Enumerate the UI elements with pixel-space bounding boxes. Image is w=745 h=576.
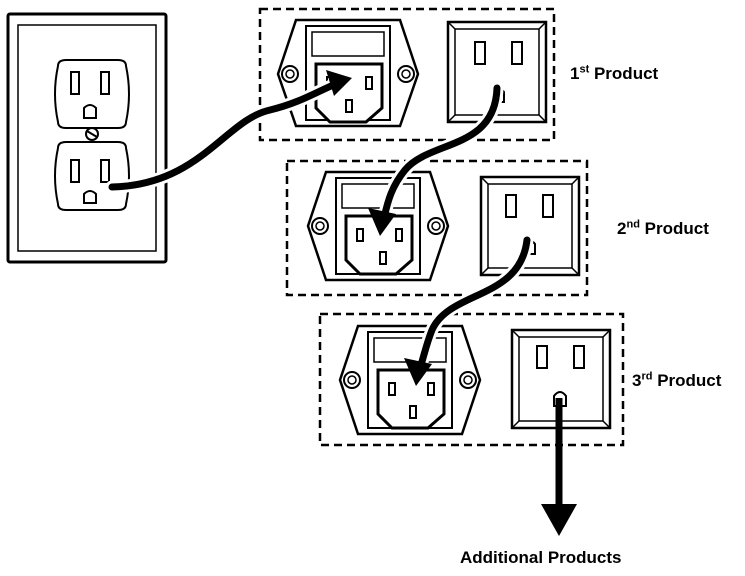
product-1-number: 1 — [570, 64, 580, 83]
product-2-text: Product — [639, 219, 709, 238]
product-3-label: 3rd Product — [632, 371, 721, 391]
lower-receptacle — [54, 141, 130, 211]
product-3-ordinal-suffix: rd — [641, 370, 653, 383]
arrowhead-product-3 — [404, 358, 432, 386]
product-1-box — [258, 7, 556, 142]
product-2-number: 2 — [617, 219, 627, 238]
product-1-ordinal-suffix: st — [579, 63, 590, 76]
arrowhead-additional — [541, 504, 577, 536]
cord-product-1-to-product-2 — [380, 84, 501, 222]
wall-outlet — [6, 12, 168, 264]
plate-screw — [85, 127, 99, 141]
power-cords — [105, 70, 577, 536]
upper-receptacle — [54, 59, 130, 129]
product-2-ordinal-suffix: nd — [626, 218, 640, 231]
product-1-label: 1st Product — [570, 64, 658, 84]
cord-product-2-to-product-3 — [416, 236, 531, 372]
product-1-text: Product — [589, 64, 659, 83]
product-1-iec-inlet — [276, 18, 420, 128]
product-2-label: 2nd Product — [617, 219, 709, 239]
product-3-text: Product — [652, 371, 722, 390]
additional-products-label: Additional Products — [460, 548, 622, 567]
cord-wall-to-product-1 — [108, 80, 340, 191]
product-2-outlet — [479, 175, 581, 277]
product-3-iec-inlet — [338, 324, 482, 436]
arrowhead-product-1 — [326, 70, 352, 96]
arrowhead-product-2 — [368, 208, 396, 236]
product-3-box — [318, 312, 625, 447]
product-3-number: 3 — [632, 371, 642, 390]
product-2-box — [285, 159, 589, 297]
